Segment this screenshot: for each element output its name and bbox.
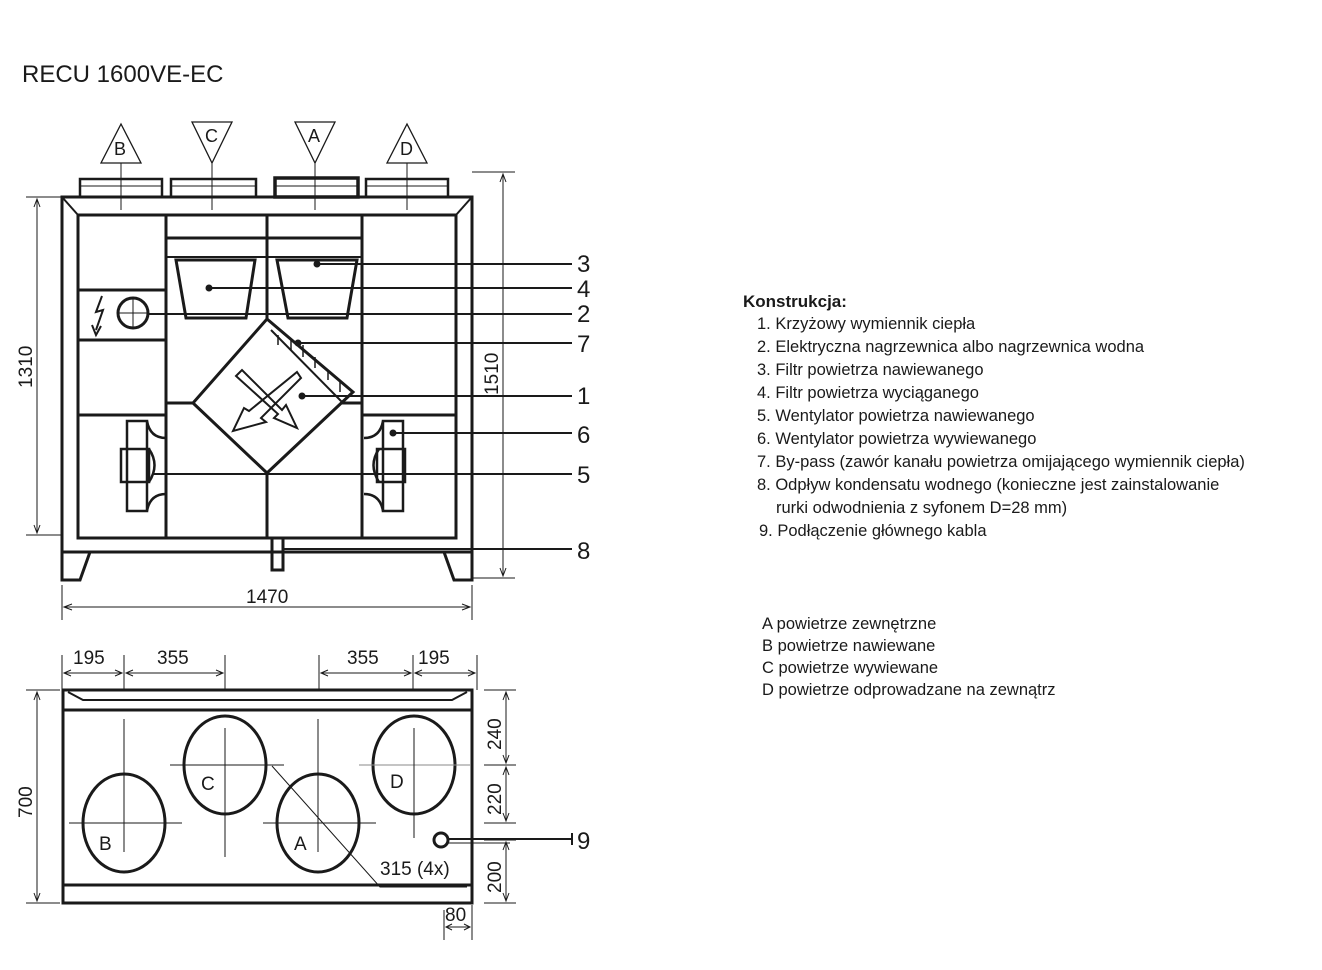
top-dimension-lines [26, 655, 516, 940]
right-leg [441, 550, 474, 582]
condensate-drain [270, 536, 285, 572]
port-c-label: C [205, 126, 218, 146]
legend-item: 9. Podłączenie głównego kabla [759, 522, 987, 540]
dim-355-left: 355 [157, 648, 189, 669]
legend-item: 4. Filtr powietrza wyciąganego [757, 384, 979, 402]
callout-7: 7 [577, 331, 590, 358]
exhaust-filter [174, 258, 257, 320]
dim-200: 200 [485, 861, 506, 893]
legend-item: 5. Wentylator powietrza nawiewanego [757, 407, 1035, 425]
dim-duct-diameter: 315 (4x) [380, 859, 450, 880]
dim-195-right: 195 [418, 648, 450, 669]
port-b-circle-label: B [99, 834, 112, 855]
callout-3: 3 [577, 251, 590, 278]
left-leg [60, 550, 93, 582]
callout-9: 9 [577, 828, 590, 855]
lightning-icon [91, 295, 105, 338]
dim-700: 700 [16, 786, 37, 818]
port-d-label: D [400, 139, 413, 159]
front-view [60, 163, 474, 582]
dim-1310: 1310 [16, 346, 37, 388]
port-a-triangle [293, 121, 337, 165]
air-legend-item: D powietrze odprowadzane na zewnątrz [762, 681, 1056, 699]
dim-80: 80 [445, 905, 466, 926]
exhaust-fan [363, 419, 407, 513]
port-c-triangle [190, 121, 234, 165]
air-legend-item: A powietrze zewnętrzne [762, 615, 937, 633]
dim-355-right: 355 [347, 648, 379, 669]
callout-6: 6 [577, 422, 590, 449]
top-view [61, 688, 474, 905]
legend-item: rurki odwodnienia z syfonem D=28 mm) [776, 499, 1068, 517]
callout-lines [148, 260, 573, 845]
dim-240: 240 [485, 718, 506, 750]
supply-filter [275, 258, 359, 320]
legend-item: 8. Odpływ kondensatu wodnego (konieczne … [757, 476, 1220, 494]
callout-5: 5 [577, 462, 590, 489]
legend-item: 3. Filtr powietrza nawiewanego [757, 361, 984, 379]
air-legend-item: B powietrze nawiewane [762, 637, 936, 655]
construction-legend: Konstrukcja: 1. Krzyżowy wymiennik ciepł… [743, 290, 1245, 543]
front-dimension-lines [26, 171, 515, 620]
callout-8: 8 [577, 538, 590, 565]
supply-fan [119, 419, 167, 513]
callout-1: 1 [577, 383, 590, 410]
air-legend-item: C powietrze wywiewane [762, 659, 939, 677]
dim-220: 220 [485, 783, 506, 815]
bypass [270, 329, 343, 403]
port-a-label: A [308, 126, 320, 146]
supply-airflow-arrow [231, 370, 303, 433]
legend-heading: Konstrukcja: [743, 292, 847, 311]
port-d-circle-label: D [390, 772, 404, 793]
legend-item: 6. Wentylator powietrza wywiewanego [757, 430, 1037, 448]
dim-1510: 1510 [482, 353, 503, 395]
callout-2: 2 [577, 301, 590, 328]
port-b-label: B [114, 139, 126, 159]
legend-item: 2. Elektryczna nagrzewnica albo nagrzewn… [757, 338, 1145, 356]
legend-item: 7. By-pass (zawór kanału powietrza omija… [757, 453, 1245, 471]
port-markers [99, 121, 429, 165]
port-a-circle-label: A [294, 834, 307, 855]
cable-entry [432, 831, 450, 849]
dim-1470: 1470 [246, 587, 288, 608]
air-legend: A powietrze zewnętrzne B powietrze nawie… [762, 613, 1056, 701]
port-c-circle-label: C [201, 774, 215, 795]
drawing-title: RECU 1600VE-EC [22, 61, 223, 88]
callout-4: 4 [577, 276, 590, 303]
exhaust-airflow-arrow [234, 368, 300, 430]
legend-item: 1. Krzyżowy wymiennik ciepła [757, 315, 976, 333]
dim-195-left: 195 [73, 648, 105, 669]
